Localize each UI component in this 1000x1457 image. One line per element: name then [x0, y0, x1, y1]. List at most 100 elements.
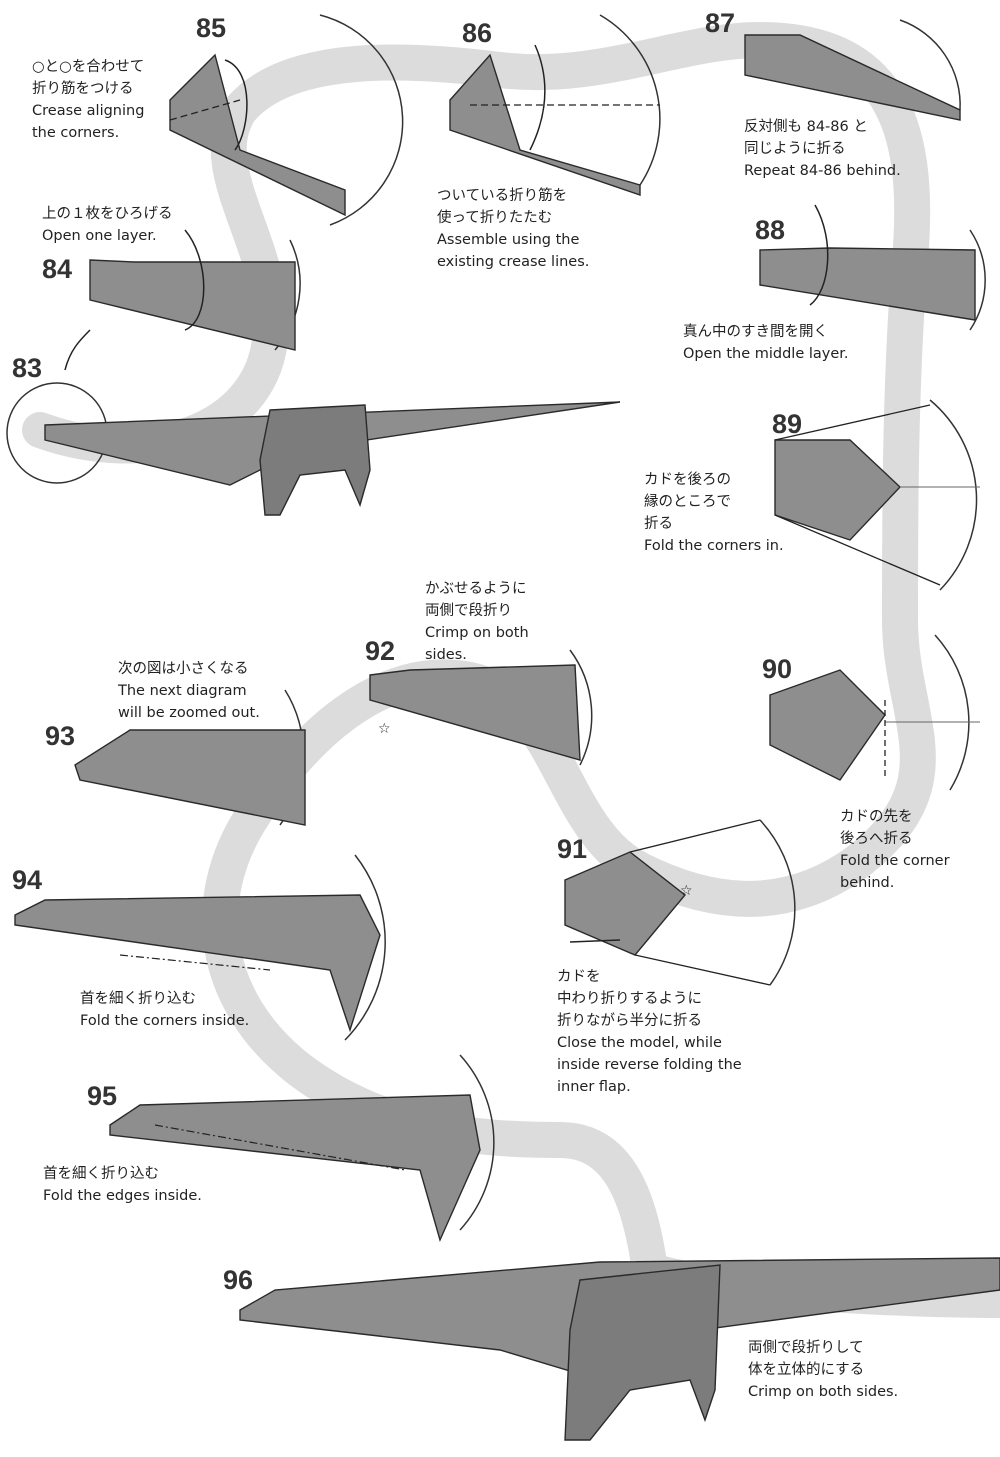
step-88-number: 88 [755, 215, 786, 245]
step-92-caption: かぶせるように 両側で段折り Crimp on both sides. [425, 578, 529, 666]
step-91-ja-2: 中わり折りするように [557, 991, 702, 1007]
step-91-caption: カドを 中わり折りするように 折りながら半分に折る Close the mode… [557, 966, 742, 1098]
step-89-number: 89 [772, 409, 803, 439]
step-87-caption: 反対側も 84-86 と 同じように折る Repeat 84-86 behind… [744, 116, 901, 182]
step-95-caption: 首を細く折り込む Fold the edges inside. [43, 1163, 202, 1207]
step-94-number: 94 [12, 865, 43, 895]
step-96-ja-2: 体を立体的にする [748, 1362, 865, 1378]
step-93-en-1: The next diagram [118, 683, 247, 699]
step91-frame-arc [759, 819, 796, 986]
step-95-ja-1: 首を細く折り込む [43, 1166, 159, 1182]
step-86-ja-1: ついている折り筋を [437, 188, 568, 204]
step91-arrow [569, 939, 621, 943]
step92-frame-arc [569, 649, 593, 766]
step-90-en-1: Fold the corner [840, 853, 950, 869]
step-85-caption: ○と○を合わせて 折り筋をつける Crease aligning the cor… [32, 56, 144, 144]
step-89-ja-3: 折る [644, 516, 673, 532]
step-96-caption: 両側で段折りして 体を立体的にする Crimp on both sides. [748, 1337, 898, 1403]
step-93-en-2: will be zoomed out. [118, 705, 260, 721]
step94-crease [119, 954, 271, 971]
step-92-en-2: sides. [425, 647, 467, 663]
step-93-number: 93 [45, 721, 76, 751]
step-92-number: 92 [365, 636, 396, 666]
step93-paper [74, 729, 306, 826]
step90-frame-arc [934, 634, 970, 791]
step-90-number: 90 [762, 654, 793, 684]
step85-crease [169, 99, 241, 121]
step89-paper [774, 439, 901, 541]
step-87-ja-1: 反対側も 84-86 と [744, 119, 868, 135]
step-91-en-3: inner flap. [557, 1079, 631, 1095]
step-91-en-2: inside reverse folding the [557, 1057, 742, 1073]
step-88-caption: 真ん中のすき間を開く Open the middle layer. [683, 321, 849, 365]
step-84-ja-1: 上の１枚をひろげる [42, 206, 173, 222]
step-91-en-1: Close the model, while [557, 1035, 722, 1051]
step96-body [564, 1264, 721, 1441]
step-94-ja-1: 首を細く折り込む [80, 991, 196, 1007]
step-85-en-1: Crease aligning [32, 103, 145, 119]
step-91-number: 91 [557, 834, 588, 864]
step-93-ja-1: 次の図は小さくなる [118, 661, 249, 677]
step-94-caption: 首を細く折り込む Fold the corners inside. [80, 988, 249, 1032]
step94-paper [14, 894, 381, 1033]
step-86-en-1: Assemble using the [437, 232, 580, 248]
step-96-en-1: Crimp on both sides. [748, 1384, 899, 1400]
step-83-number: 83 [12, 353, 43, 383]
step-87-en-1: Repeat 84-86 behind. [744, 163, 901, 179]
step-86-ja-2: 使って折りたたむ [437, 210, 553, 226]
step-90-ja-1: カドの先を [840, 809, 913, 825]
step88-arrow [809, 204, 829, 306]
step83-body [259, 404, 371, 516]
step87-paper [744, 34, 961, 121]
step91-edge-bottom [634, 954, 771, 986]
step83-arrow [64, 329, 91, 371]
step-84-en-1: Open one layer. [42, 228, 157, 244]
step-88-ja-1: 真ん中のすき間を開く [683, 324, 828, 340]
step-96-ja-1: 両側で段折りして [748, 1340, 864, 1356]
step-92-en-1: Crimp on both [425, 625, 529, 641]
step92-paper [369, 664, 581, 761]
step85-frame-arc [319, 14, 404, 226]
step-91-ja-1: カドを [557, 969, 601, 985]
step-90-en-2: behind. [840, 875, 895, 891]
step88-frame-arc [969, 229, 986, 331]
step-86-caption: ついている折り筋を 使って折りたたむ Assemble using the ex… [437, 185, 589, 273]
step90-paper [769, 669, 886, 781]
step-91-ja-3: 折りながら半分に折る [557, 1013, 702, 1029]
step-89-ja-2: 縁のところで [644, 494, 731, 510]
step-89-en-1: Fold the corners in. [644, 538, 784, 554]
step86-frame-arc [599, 14, 661, 186]
step-93-caption: 次の図は小さくなる The next diagram will be zoome… [118, 658, 260, 724]
step89-frame-arc [929, 399, 978, 591]
step87-frame-arc [899, 19, 961, 111]
step84-paper [89, 259, 296, 351]
step-95-number: 95 [87, 1081, 118, 1111]
step85-arrow [224, 59, 248, 151]
step91-edge-top [629, 819, 761, 853]
step-87-ja-2: 同じように折る [744, 141, 846, 157]
step-88-en-1: Open the middle layer. [683, 346, 849, 362]
step-95-en-1: Fold the edges inside. [43, 1188, 202, 1204]
step86-arrow [529, 44, 546, 151]
step84-arrow [184, 229, 205, 331]
step-94-en-1: Fold the corners inside. [80, 1013, 250, 1029]
step-89-ja-1: カドを後ろの [644, 472, 731, 488]
step-85-number: 85 [196, 13, 227, 43]
step-85-en-2: the corners. [32, 125, 120, 141]
step-84-number: 84 [42, 254, 73, 284]
step95-paper [109, 1094, 481, 1243]
step-84-caption: 上の１枚をひろげる Open one layer. [42, 203, 173, 247]
step95-crease [154, 1124, 406, 1171]
step-92-ja-2: 両側で段折り [425, 603, 512, 619]
step-85-ja-2: 折り筋をつける [32, 81, 134, 97]
step-89-caption: カドを後ろの 縁のところで 折る Fold the corners in. [644, 469, 784, 557]
step91-star: ☆ [680, 883, 693, 899]
step89-edge-top [774, 404, 931, 441]
step-92-ja-1: かぶせるように [425, 581, 527, 597]
step88-paper [759, 247, 976, 321]
step-96-number: 96 [223, 1265, 254, 1295]
step91-paper [564, 851, 687, 956]
step85-paper [169, 53, 346, 217]
step-86-en-2: existing crease lines. [437, 254, 590, 270]
